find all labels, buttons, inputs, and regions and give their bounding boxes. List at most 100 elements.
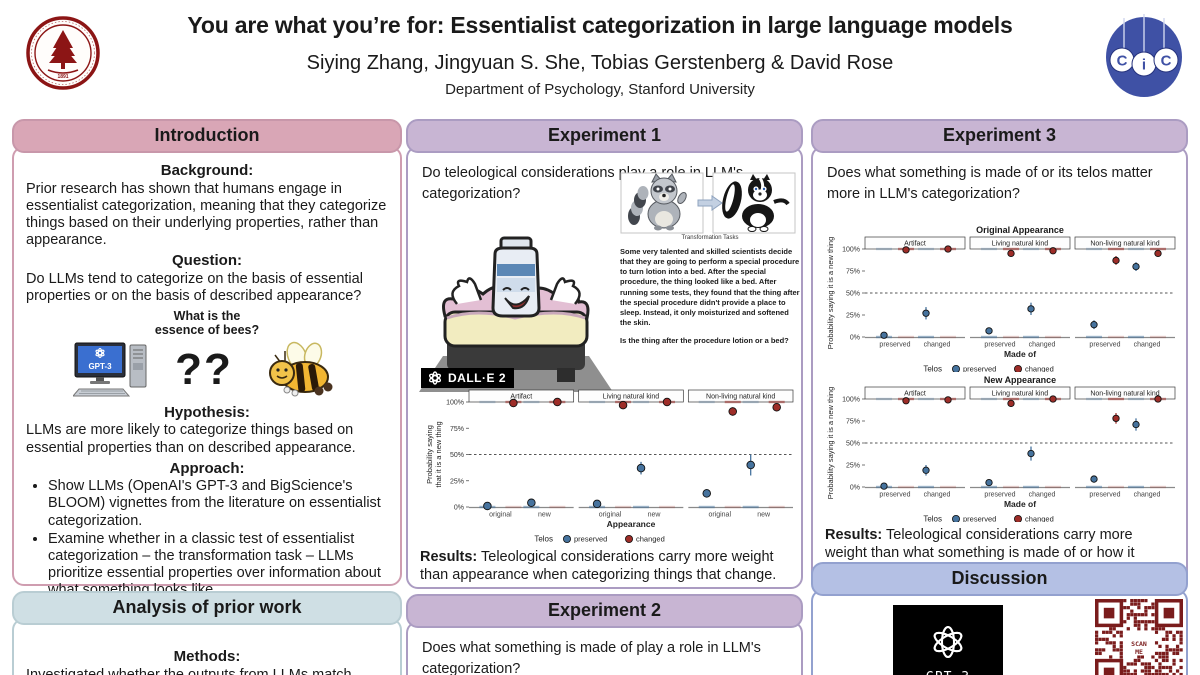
svg-text:new: new [538,512,552,519]
svg-text:changed: changed [1025,515,1054,523]
experiment3-results: Results: Teleological considerations car… [825,527,1135,579]
svg-text:75%: 75% [450,426,464,433]
svg-text:0%: 0% [850,485,860,492]
svg-text:original: original [489,512,512,519]
svg-text:New Appearance: New Appearance [984,375,1056,385]
gpt3-logo-badge: GPT-3 [893,605,1003,675]
svg-text:preserved: preserved [984,342,1015,349]
svg-text:Living natural kind: Living natural kind [992,391,1049,398]
svg-text:100%: 100% [842,397,860,404]
svg-text:25%: 25% [450,478,464,485]
methods-text: Investigated whether the outputs from LL… [26,666,352,675]
svg-text:i: i [1142,57,1146,74]
svg-text:new: new [757,512,771,519]
svg-text:changed: changed [924,492,951,499]
svg-text:Telos: Telos [923,515,942,523]
svg-text:Non-living natural kind: Non-living natural kind [706,394,775,401]
svg-text:C: C [1117,53,1128,70]
svg-text:preserved: preserved [574,535,607,544]
svg-text:Probability saying: Probability saying [425,425,434,484]
svg-text:Probability saying it is a new: Probability saying it is a new thing [826,387,835,500]
background-text: Prior research has shown that humans eng… [26,180,387,249]
svg-text:preserved: preserved [963,365,996,373]
section-experiment-2: Experiment 2 Does what something is made… [406,594,803,675]
svg-text:75%: 75% [846,269,860,276]
experiment3-question: Does what something is made of or its te… [827,165,1153,203]
section-introduction: Introduction Background: Prior research … [12,119,402,598]
svg-text:25%: 25% [846,463,860,470]
hypothesis-label: Hypothesis: [164,403,250,421]
experiment1-results: Results: Teleological considerations car… [420,549,777,584]
svg-text:Telos: Telos [534,535,553,544]
hypothesis-text: LLMs are more likely to categorize thing… [26,422,356,456]
svg-text:Non-living natural kind: Non-living natural kind [1090,391,1159,398]
openai-knot-icon [933,625,963,658]
transformation-caption: Transformation Tasks [681,235,739,241]
section-experiment-1: Experiment 1 Do teleological considerati… [406,119,803,589]
bee-icon [259,341,341,399]
svg-text:Artifact: Artifact [904,241,926,248]
svg-text:Made of: Made of [1004,499,1036,509]
dalle2-badge: DALL·E 2 [421,368,514,388]
raccoon-skunk-icon [620,172,796,234]
svg-text:C: C [1161,53,1172,70]
svg-text:Artifact: Artifact [904,391,926,398]
svg-text:50%: 50% [450,452,464,459]
introduction-header: Introduction [12,119,402,153]
svg-text:changed: changed [1134,342,1161,349]
svg-text:100%: 100% [842,247,860,254]
svg-text:changed: changed [1029,492,1056,499]
svg-text:Original Appearance: Original Appearance [976,225,1064,235]
svg-text:preserved: preserved [879,492,910,499]
section-experiment-3: Experiment 3 Does what something is made… [811,119,1188,585]
svg-text:original: original [708,512,731,519]
svg-text:0%: 0% [850,335,860,342]
approach-bullet: Show LLMs (OpenAI's GPT-3 and BigScience… [48,478,388,529]
svg-text:that it is a new thing: that it is a new thing [434,421,443,487]
svg-text:0%: 0% [454,505,464,512]
svg-text:Artifact: Artifact [510,394,532,401]
svg-text:ME: ME [1135,648,1143,656]
svg-text:changed: changed [1025,365,1054,373]
gpt3-computer-icon: GPT-3 [73,341,149,399]
experiment1-vignette-question: Is the thing after the procedure lotion … [620,336,789,345]
svg-text:25%: 25% [846,313,860,320]
intro-illustration: GPT-3 ?? [26,339,388,401]
methods-label: Methods: [173,648,241,665]
svg-text:1891: 1891 [57,74,68,80]
experiment2-question: Does what something is made of play a ro… [422,640,761,675]
svg-text:SCAN: SCAN [1131,640,1147,648]
svg-text:GPT-3: GPT-3 [89,362,113,371]
experiment1-header: Experiment 1 [406,119,803,153]
poster-affiliation: Department of Psychology, Stanford Unive… [445,81,755,98]
svg-text:75%: 75% [846,419,860,426]
svg-text:50%: 50% [846,291,860,298]
approach-bullet: Examine whether in a classic test of ess… [48,531,388,599]
transformation-panel: Transformation Tasks Some very talented … [620,172,800,345]
question-text: Do LLMs tend to categorize on the basis … [26,270,363,304]
experiment2-header: Experiment 2 [406,594,803,628]
svg-text:preserved: preserved [879,342,910,349]
cic-logo-icon: C i C [1104,12,1184,98]
svg-text:100%: 100% [446,400,464,407]
svg-text:preserved: preserved [963,515,996,523]
approach-bullets: Show LLMs (OpenAI's GPT-3 and BigScience… [26,478,388,599]
svg-text:changed: changed [1134,492,1161,499]
stanford-seal-icon: 1891 [26,16,100,90]
background-label: Background: [160,162,254,179]
experiment3-header: Experiment 3 [811,119,1188,153]
svg-text:Living natural kind: Living natural kind [603,394,660,401]
svg-text:Living natural kind: Living natural kind [992,241,1049,248]
svg-text:preserved: preserved [1089,342,1120,349]
poster-title: You are what you’re for: Essentialist ca… [187,12,1013,38]
discussion-header: Discussion [811,562,1188,596]
essence-caption: What is the essence of bees? [154,309,260,338]
section-prior-work: Analysis of prior work Methods: Investig… [12,591,402,675]
svg-text:Made of: Made of [1004,349,1036,359]
